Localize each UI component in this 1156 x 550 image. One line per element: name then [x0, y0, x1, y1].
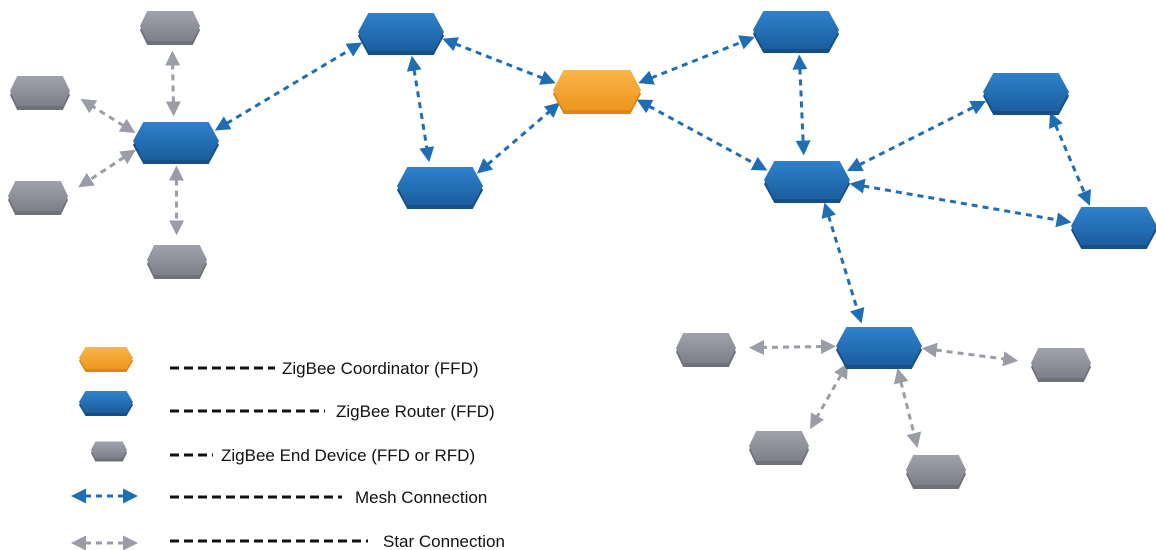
- star-link-router-h-end-5: [748, 339, 837, 355]
- end-device-node-end-1: [140, 11, 200, 45]
- end-device-node-end-5-top: [676, 333, 736, 363]
- end-device-node-end-7-top: [749, 431, 809, 461]
- legend-end-device-symbol-top: [91, 441, 127, 459]
- star-link-router-a-end-3: [78, 149, 136, 188]
- legend-coordinator-symbol-top: [79, 347, 133, 369]
- router-node-router-a: [133, 122, 219, 164]
- legend-coordinator-label: ZigBee Coordinator (FFD): [282, 359, 479, 378]
- legend-router-label: ZigBee Router (FFD): [336, 402, 495, 421]
- star-link-router-h-end-6: [921, 342, 1019, 367]
- router-node-router-d: [753, 11, 839, 53]
- router-node-router-e: [764, 161, 850, 203]
- mesh-link-router-e-router-h: [821, 202, 865, 324]
- end-device-node-end-4: [147, 245, 207, 279]
- mesh-link-router-b-router-c: [406, 55, 435, 163]
- star-link-router-a-end-2: [80, 98, 136, 134]
- router-node-router-d-top: [753, 11, 839, 49]
- star-link-router-h-end-7: [810, 362, 848, 430]
- mesh-link-router-a-router-b: [214, 42, 363, 131]
- router-node-router-h: [836, 327, 922, 369]
- router-node-router-b-top: [358, 13, 444, 51]
- router-node-router-h-top: [836, 327, 922, 365]
- router-node-router-e-top: [764, 161, 850, 199]
- legend: ZigBee Coordinator (FFD) ZigBee Router (…: [71, 347, 505, 550]
- mesh-link-router-f-router-g: [1049, 112, 1091, 206]
- end-device-node-end-2-top: [10, 76, 70, 106]
- coordinator-node-coordinator: [553, 70, 641, 114]
- star-link-router-h-end-8: [893, 368, 922, 448]
- end-device-node-end-2: [10, 76, 70, 110]
- router-node-router-f-top: [983, 73, 1069, 111]
- coordinator-node-coordinator-top: [553, 70, 641, 110]
- router-node-router-g-top: [1071, 207, 1156, 245]
- end-device-node-end-3-top: [8, 181, 68, 211]
- router-node-router-b: [358, 13, 444, 55]
- router-node-router-f: [983, 73, 1069, 115]
- nodes-layer: [8, 11, 1156, 489]
- mesh-link-router-d-router-e: [792, 54, 811, 156]
- legend-mesh-label: Mesh Connection: [355, 488, 487, 507]
- legend-router-symbol-top: [79, 391, 133, 413]
- mesh-link-router-e-router-g: [849, 178, 1072, 228]
- legend-end-device-label: ZigBee End Device (FFD or RFD): [221, 446, 475, 465]
- mesh-link-coordinator-router-e: [636, 99, 768, 171]
- router-node-router-c-top: [397, 167, 483, 205]
- mesh-link-router-b-coordinator: [442, 37, 556, 85]
- end-device-node-end-8: [906, 455, 966, 489]
- star-link-router-a-end-1: [165, 50, 181, 117]
- router-node-router-g: [1071, 207, 1156, 249]
- router-node-router-c: [397, 167, 483, 209]
- end-device-node-end-4-top: [147, 245, 207, 275]
- legend-star-label: Star Connection: [383, 532, 505, 550]
- end-device-node-end-8-top: [906, 455, 966, 485]
- end-device-node-end-7: [749, 431, 809, 465]
- end-device-node-end-3: [8, 181, 68, 215]
- end-device-node-end-6-top: [1031, 348, 1091, 378]
- end-device-node-end-6: [1031, 348, 1091, 382]
- connections-layer: [78, 35, 1091, 448]
- router-node-router-a-top: [133, 122, 219, 160]
- end-device-node-end-5: [676, 333, 736, 367]
- mesh-link-router-e-router-f: [847, 100, 986, 172]
- end-device-node-end-1-top: [140, 11, 200, 41]
- legend-coordinator-symbol: [79, 347, 133, 372]
- legend-end-device-symbol: [91, 441, 127, 462]
- mesh-link-router-c-coordinator: [476, 102, 561, 174]
- mesh-link-coordinator-router-d: [638, 35, 755, 85]
- legend-router-symbol: [79, 391, 133, 416]
